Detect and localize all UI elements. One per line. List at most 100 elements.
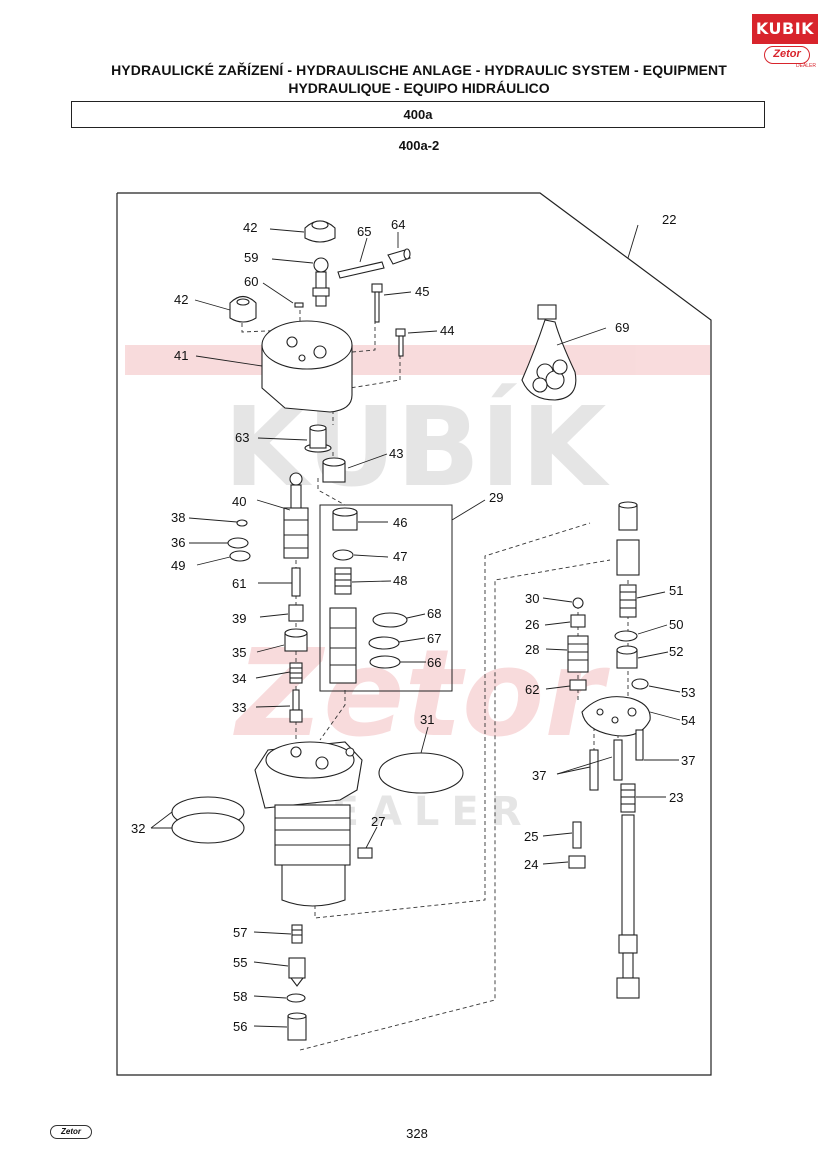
label-68: 68 xyxy=(427,606,441,621)
part-31-large-ring xyxy=(378,752,464,794)
label-54: 54 xyxy=(681,713,695,728)
part-42-cap-top xyxy=(304,220,336,243)
label-65: 65 xyxy=(357,224,371,239)
part-24-washer xyxy=(568,855,586,869)
part-47-ring xyxy=(332,549,354,561)
part-43-bushing xyxy=(322,457,346,483)
part-33-plunger xyxy=(289,689,303,723)
part-36-ring xyxy=(227,537,249,549)
part-28-spring xyxy=(567,635,589,673)
group-code-box: 400a xyxy=(71,101,765,128)
title-line-1: HYDRAULICKÉ ZAŘÍZENÍ - HYDRAULISCHE ANLA… xyxy=(111,62,727,78)
label-61: 61 xyxy=(232,576,246,591)
part-long-rod xyxy=(616,814,640,999)
figure-code: 400a-2 xyxy=(398,138,440,153)
label-46: 46 xyxy=(393,515,407,530)
watermark: KUBÍK Zetor DEALER xyxy=(125,345,710,835)
label-44: 44 xyxy=(440,323,454,338)
part-49-ring xyxy=(229,550,251,562)
part-labels: 22 42 65 64 59 60 45 42 44 69 41 63 43 4… xyxy=(131,212,695,1034)
part-30-ball xyxy=(572,597,584,609)
part-main-housing xyxy=(254,741,363,907)
label-52: 52 xyxy=(669,644,683,659)
label-64: 64 xyxy=(391,217,405,232)
components xyxy=(171,220,651,1041)
part-50-ring xyxy=(614,630,638,642)
label-42-top: 42 xyxy=(243,220,257,235)
label-22: 22 xyxy=(662,212,676,227)
label-69: 69 xyxy=(615,320,629,335)
part-68-ring xyxy=(372,612,408,628)
label-38: 38 xyxy=(171,510,185,525)
label-51: 51 xyxy=(669,583,683,598)
label-42-lower: 42 xyxy=(174,292,188,307)
label-56: 56 xyxy=(233,1019,247,1034)
title-line-2: HYDRAULIQUE - EQUIPO HIDRÁULICO xyxy=(288,80,550,96)
label-34: 34 xyxy=(232,671,246,686)
label-33: 33 xyxy=(232,700,246,715)
assembly-frame xyxy=(116,192,712,1076)
part-34-spring xyxy=(289,662,303,684)
part-27-plug xyxy=(357,847,373,859)
brand-dealer: DEALER xyxy=(796,63,817,69)
part-59-ball-stem xyxy=(312,257,330,307)
label-60: 60 xyxy=(244,274,258,289)
label-48: 48 xyxy=(393,573,407,588)
label-25: 25 xyxy=(524,829,538,844)
label-24: 24 xyxy=(524,857,538,872)
footer-logo: Zetor xyxy=(50,1125,92,1139)
part-29-spool-body xyxy=(329,607,357,684)
part-46-cap xyxy=(332,507,358,531)
label-55: 55 xyxy=(233,955,247,970)
part-41-valve-block xyxy=(261,320,353,413)
label-67: 67 xyxy=(427,631,441,646)
label-35: 35 xyxy=(232,645,246,660)
brand-sub: Zetor xyxy=(764,46,810,64)
part-right-valve-stem xyxy=(616,501,640,576)
part-64-plug xyxy=(387,248,411,265)
part-25-pin xyxy=(572,821,582,849)
part-69-seal-bag xyxy=(521,304,577,401)
label-49: 49 xyxy=(171,558,185,573)
label-45: 45 xyxy=(415,284,429,299)
label-47: 47 xyxy=(393,549,407,564)
part-57-spring xyxy=(291,924,303,944)
label-53: 53 xyxy=(681,685,695,700)
label-63: 63 xyxy=(235,430,249,445)
label-29: 29 xyxy=(489,490,503,505)
part-37-bolts xyxy=(589,729,644,791)
brand-logo: KUBIK Zetor DEALER xyxy=(752,14,818,69)
label-59: 59 xyxy=(244,250,258,265)
label-62: 62 xyxy=(525,682,539,697)
label-23: 23 xyxy=(669,790,683,805)
label-28: 28 xyxy=(525,642,539,657)
label-50: 50 xyxy=(669,617,683,632)
part-38-ring xyxy=(236,519,248,527)
label-36: 36 xyxy=(171,535,185,550)
label-41: 41 xyxy=(174,348,188,363)
label-39: 39 xyxy=(232,611,246,626)
part-42-cap-lower xyxy=(229,295,257,323)
part-48-spring xyxy=(334,567,352,595)
label-26: 26 xyxy=(525,617,539,632)
part-67-ring xyxy=(368,636,400,650)
label-32: 32 xyxy=(131,821,145,836)
brand-name: KUBIK xyxy=(752,14,818,44)
part-53-washer xyxy=(631,678,649,690)
part-58-ring xyxy=(286,993,306,1003)
label-58: 58 xyxy=(233,989,247,1004)
part-32-ring-b xyxy=(171,812,245,844)
part-51-spring xyxy=(619,584,637,618)
label-31: 31 xyxy=(420,712,434,727)
part-62-washer xyxy=(569,679,587,691)
part-65-pin xyxy=(337,261,385,279)
part-66-ring xyxy=(369,655,401,669)
part-44-bolt xyxy=(395,328,406,357)
label-27: 27 xyxy=(371,814,385,829)
label-37-right: 37 xyxy=(681,753,695,768)
part-23-spring xyxy=(620,783,636,813)
part-61-rod xyxy=(291,567,301,597)
part-54-plate xyxy=(581,696,651,737)
label-57: 57 xyxy=(233,925,247,940)
page-number: 328 xyxy=(406,1126,428,1141)
